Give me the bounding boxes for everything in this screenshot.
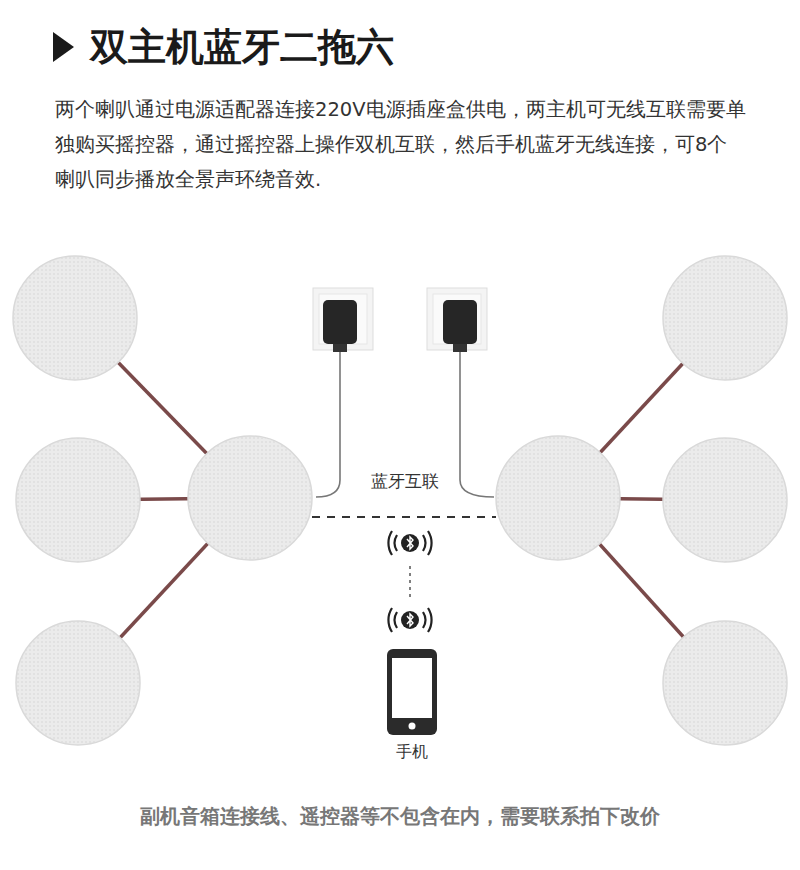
power-outlet — [427, 288, 487, 352]
description: 两个喇叭通过电源适配器连接220V电源插座盒供电，两主机可无线互联需要单独购买摇… — [55, 92, 747, 197]
phone-icon — [386, 648, 438, 736]
bluetooth-icon — [388, 531, 431, 555]
bluetooth-icon — [388, 608, 431, 632]
bluetooth-link — [312, 516, 496, 518]
caption: 副机音箱连接线、遥控器等不包含在内，需要联系拍下改价 — [140, 803, 660, 830]
node-label: 手机 — [396, 742, 428, 763]
speakers — [13, 256, 787, 745]
phone-link — [409, 566, 411, 598]
power-cables — [316, 350, 494, 497]
power-outlet — [313, 288, 373, 352]
title: 双主机蓝牙二拖六 — [90, 22, 394, 73]
title-triangle — [53, 32, 74, 62]
link-label: 蓝牙互联 — [368, 470, 442, 492]
speaker-wires — [75, 318, 725, 683]
phone: 手机 — [386, 648, 438, 763]
